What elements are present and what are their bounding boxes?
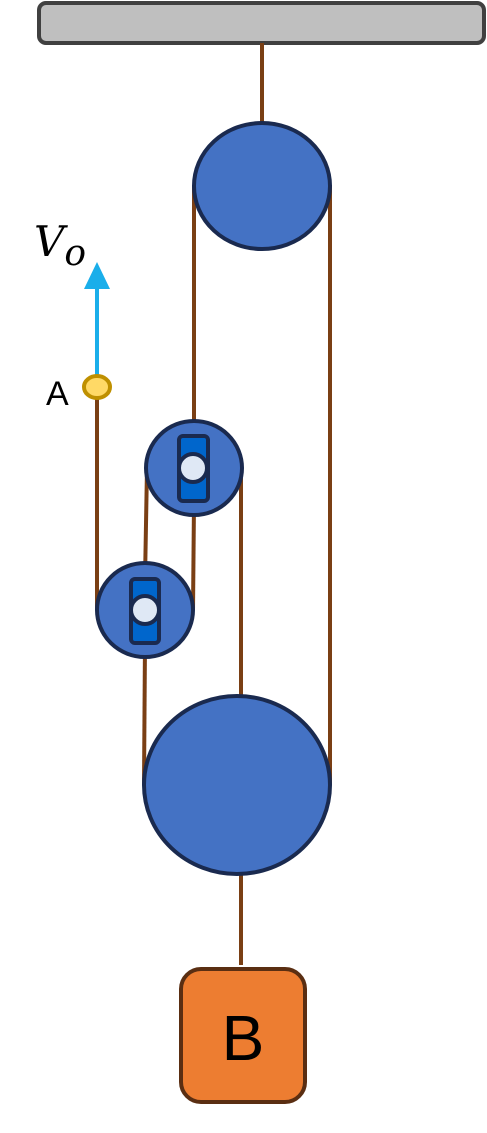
bottom-pulley	[142, 694, 332, 876]
middle-pulley	[144, 419, 244, 517]
block-b-label: B	[222, 1002, 265, 1074]
lower-pulley	[95, 561, 195, 659]
point-a-label: A	[46, 375, 69, 413]
velocity-symbol: V	[34, 217, 68, 266]
top-pulley	[192, 121, 332, 251]
velocity-label: Vo	[34, 217, 86, 274]
velocity-arrow-head	[84, 262, 110, 289]
rope-middle-bracket-to-lower-pulley	[191, 501, 196, 611]
ceiling	[37, 1, 486, 45]
velocity-subscript: o	[64, 233, 86, 274]
middle-pulley-axle	[177, 452, 209, 484]
arrow-up-icon	[84, 262, 110, 376]
lower-pulley-axle	[129, 594, 161, 626]
block-b	[179, 967, 307, 1104]
circle-marker-icon	[82, 374, 112, 400]
rope-lower-pulley-to-bottom-pulley	[142, 641, 147, 786]
